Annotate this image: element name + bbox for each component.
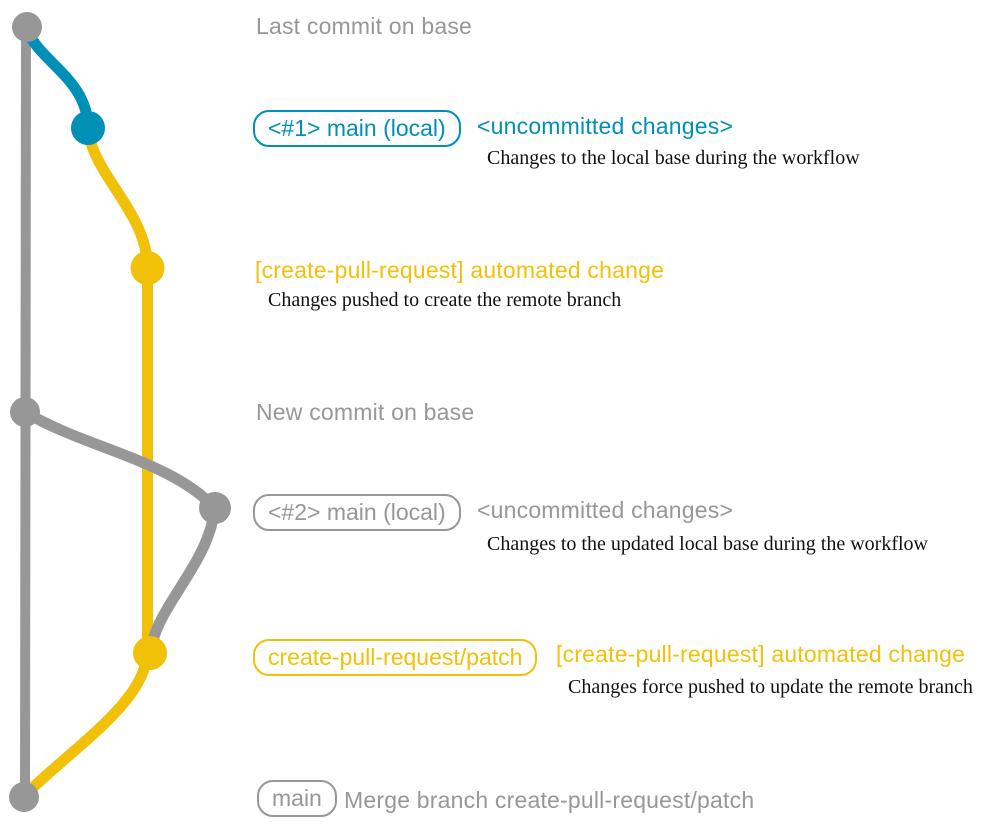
commit-dot-new-base — [10, 397, 40, 427]
updated-base-branch-curve — [19, 406, 221, 654]
commit-dot-automated-change-1 — [130, 251, 165, 285]
local-main-branch-curve — [21, 24, 94, 134]
branch-badge-main-local-2: <#2> main (local) — [253, 494, 461, 531]
commit-dot-last-base — [12, 12, 42, 42]
commit-1-note: Changes to the local base during the wor… — [487, 147, 860, 169]
commit-4-note: Changes force pushed to update the remot… — [568, 676, 973, 698]
commit-3-note: Changes to the updated local base during… — [487, 533, 928, 555]
commit-dot-local-main-1 — [71, 111, 105, 145]
branch-badge-patch: create-pull-request/patch — [253, 639, 538, 676]
commit-2-note: Changes pushed to create the remote bran… — [268, 289, 622, 311]
merge-commit-label: Merge branch create-pull-request/patch — [344, 787, 755, 813]
uncommitted-changes-label-2: <uncommitted changes> — [477, 497, 734, 523]
automated-change-label-1: [create-pull-request] automated change — [255, 257, 665, 283]
commit-graph — [9, 12, 231, 812]
commit-dot-local-main-2 — [199, 492, 231, 524]
automated-change-label-2: [create-pull-request] automated change — [556, 641, 966, 667]
commit-dot-merge — [9, 782, 39, 812]
branch-badge-main: main — [257, 780, 337, 817]
commit-dot-automated-change-2 — [133, 636, 167, 670]
uncommitted-changes-label-1: <uncommitted changes> — [477, 113, 734, 139]
branch-badge-main-local-1: <#1> main (local) — [253, 110, 461, 147]
last-commit-label: Last commit on base — [256, 13, 473, 39]
new-commit-label: New commit on base — [256, 399, 475, 425]
